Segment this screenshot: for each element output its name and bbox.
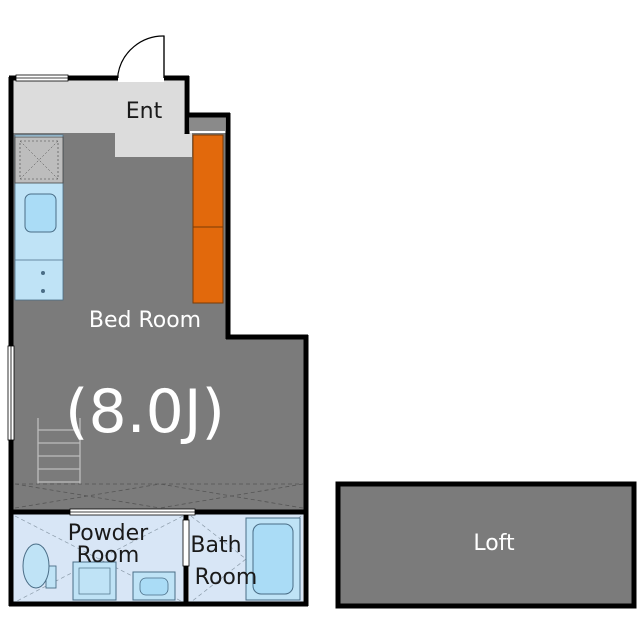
bedroom-label: Bed Room	[89, 308, 201, 333]
stove-x1	[19, 140, 59, 180]
bedroom-floor	[13, 133, 305, 510]
loft-overhang	[14, 483, 304, 509]
windows	[7, 74, 196, 567]
kitchen-sink	[24, 193, 57, 233]
closet	[192, 134, 224, 304]
bath-room-label-1: Bath	[190, 533, 241, 558]
closet-lower	[192, 226, 224, 304]
bath-room-label-2: Room	[195, 565, 258, 590]
kitchen-counter	[14, 134, 64, 301]
entrance-label: Ent	[126, 99, 163, 124]
bedroom-size: (8.0J)	[65, 377, 225, 447]
loft-label: Loft	[473, 531, 515, 556]
bath-door	[182, 519, 190, 567]
loft-wall	[335, 481, 637, 609]
burner-2	[41, 289, 45, 293]
loft-ladder	[37, 418, 81, 484]
stove-inner	[19, 140, 59, 180]
bathtub-icon	[245, 517, 301, 601]
washer-icon	[72, 561, 117, 601]
stove-x2	[19, 140, 59, 180]
stove	[14, 136, 64, 184]
powder-fixtures	[14, 515, 184, 603]
powder-room-label-2: Room	[77, 543, 140, 568]
closet-upper	[192, 134, 224, 228]
loft-floor	[340, 486, 632, 604]
burner-1	[41, 271, 45, 275]
entrance-door	[117, 35, 165, 82]
washbasin-icon	[132, 571, 176, 601]
shoe-shelf	[190, 117, 225, 131]
entrance-floor	[13, 80, 192, 157]
bath-fixtures	[190, 515, 302, 603]
powder-room-label-1: Powder	[68, 521, 149, 546]
toilet-icon	[22, 543, 57, 589]
